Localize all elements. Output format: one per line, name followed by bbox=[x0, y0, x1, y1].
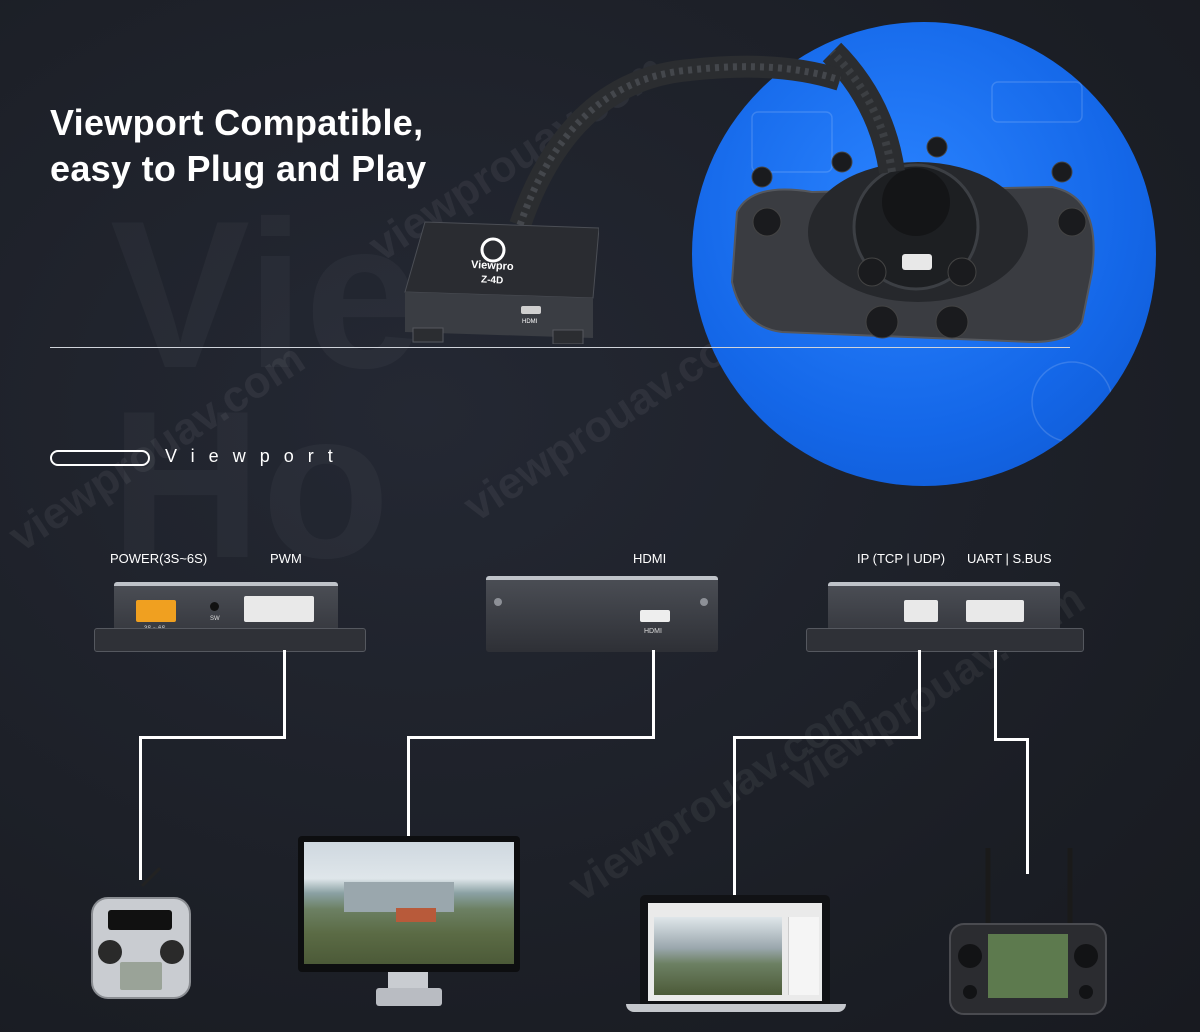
label-uart: UART | S.BUS bbox=[967, 551, 1052, 566]
wire-pwm-horizontal bbox=[139, 736, 286, 739]
screw-right bbox=[700, 598, 708, 606]
viewport-pill bbox=[50, 450, 150, 466]
braided-cable bbox=[509, 55, 844, 229]
laptop-screen-image bbox=[648, 903, 822, 1001]
monitor-stand bbox=[388, 972, 428, 988]
ground-station-image bbox=[949, 848, 1107, 1015]
wire-ip-down bbox=[918, 650, 921, 738]
gimbal-mount-circle bbox=[692, 22, 1156, 486]
headline-line-2: easy to Plug and Play bbox=[50, 148, 427, 189]
gimbal-mount-image bbox=[730, 42, 1113, 443]
xt30-power-connector bbox=[136, 600, 176, 622]
laptop-base bbox=[626, 1004, 846, 1012]
z4d-model: Z-4D bbox=[480, 274, 504, 287]
pwm-connector bbox=[244, 596, 314, 622]
uart-connector bbox=[966, 600, 1024, 622]
module-ip-uart-base bbox=[806, 628, 1084, 652]
laptop bbox=[640, 895, 830, 1009]
wire-hdmi-horizontal bbox=[407, 736, 655, 739]
headline: Viewport Compatible, easy to Plug and Pl… bbox=[50, 100, 426, 192]
rc-transmitter-image bbox=[91, 866, 191, 999]
wire-hdmi-to-monitor bbox=[407, 736, 410, 836]
monitor-base bbox=[376, 988, 442, 1006]
viewport-brand-text: Viewport bbox=[165, 446, 347, 466]
module-hdmi-side: HDMI bbox=[486, 576, 718, 652]
hdmi-port-label: HDMI bbox=[644, 628, 662, 635]
wire-ip-to-laptop bbox=[733, 736, 736, 896]
wire-hdmi-down bbox=[652, 650, 655, 738]
watermark-4: viewprouav.com bbox=[560, 683, 874, 912]
screw-left bbox=[494, 598, 502, 606]
wire-pwm-down bbox=[283, 650, 286, 738]
label-pwm: PWM bbox=[270, 551, 302, 566]
sw-label: SW bbox=[210, 616, 220, 622]
sw-hole bbox=[210, 602, 219, 611]
hdmi-port bbox=[640, 610, 670, 622]
label-ip: IP (TCP | UDP) bbox=[857, 551, 946, 566]
wire-ip-horizontal bbox=[733, 736, 921, 739]
monitor-screen-image bbox=[304, 842, 514, 964]
module-power-pwm-base bbox=[94, 628, 366, 652]
monitor bbox=[298, 836, 520, 972]
wire-uart-down bbox=[994, 650, 997, 740]
z4d-hdmi-label: HDMI bbox=[522, 319, 538, 325]
wire-uart-horizontal bbox=[994, 738, 1029, 741]
wire-uart-to-ground-station bbox=[1026, 738, 1029, 874]
headline-line-1: Viewport Compatible, bbox=[50, 102, 424, 143]
ip-connector bbox=[904, 600, 938, 622]
z4d-module: Viewpro Z-4D HDMI bbox=[403, 220, 599, 344]
z4d-brand: Viewpro bbox=[470, 258, 514, 274]
wire-pwm-to-rc bbox=[139, 736, 142, 880]
label-hdmi: HDMI bbox=[633, 551, 667, 566]
section-divider bbox=[50, 347, 1070, 348]
z4d-module-body bbox=[404, 221, 599, 344]
label-power: POWER(3S~6S) bbox=[110, 551, 208, 566]
